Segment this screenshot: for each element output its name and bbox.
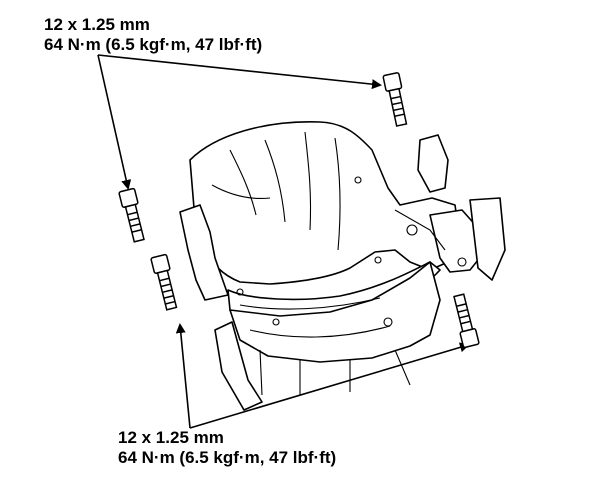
engine-housing <box>179 121 506 411</box>
bolt-left-upper <box>118 187 145 243</box>
torque-callout-top: 12 x 1.25 mm 64 N·m (6.5 kgf·m, 47 lbf·f… <box>44 15 262 55</box>
bolt-right-lower <box>453 293 480 349</box>
bolt-upper <box>382 72 408 127</box>
bolt-left-lower <box>150 253 178 311</box>
bolt-size-bottom: 12 x 1.25 mm <box>118 428 224 447</box>
leader-bottom-to-right-bolt <box>189 342 470 429</box>
leader-top-to-upper-bolt <box>97 54 382 90</box>
bolt-size-top: 12 x 1.25 mm <box>44 15 150 34</box>
leader-bottom-to-left-bolt <box>175 323 191 429</box>
torque-spec-top: 64 N·m (6.5 kgf·m, 47 lbf·ft) <box>44 35 263 54</box>
housing-details <box>211 131 467 396</box>
torque-spec-bottom: 64 N·m (6.5 kgf·m, 47 lbf·ft) <box>118 448 337 467</box>
leader-top-to-left-bolt <box>97 54 132 190</box>
torque-callout-bottom: 12 x 1.25 mm 64 N·m (6.5 kgf·m, 47 lbf·f… <box>118 428 336 468</box>
leader-lines <box>97 54 470 429</box>
